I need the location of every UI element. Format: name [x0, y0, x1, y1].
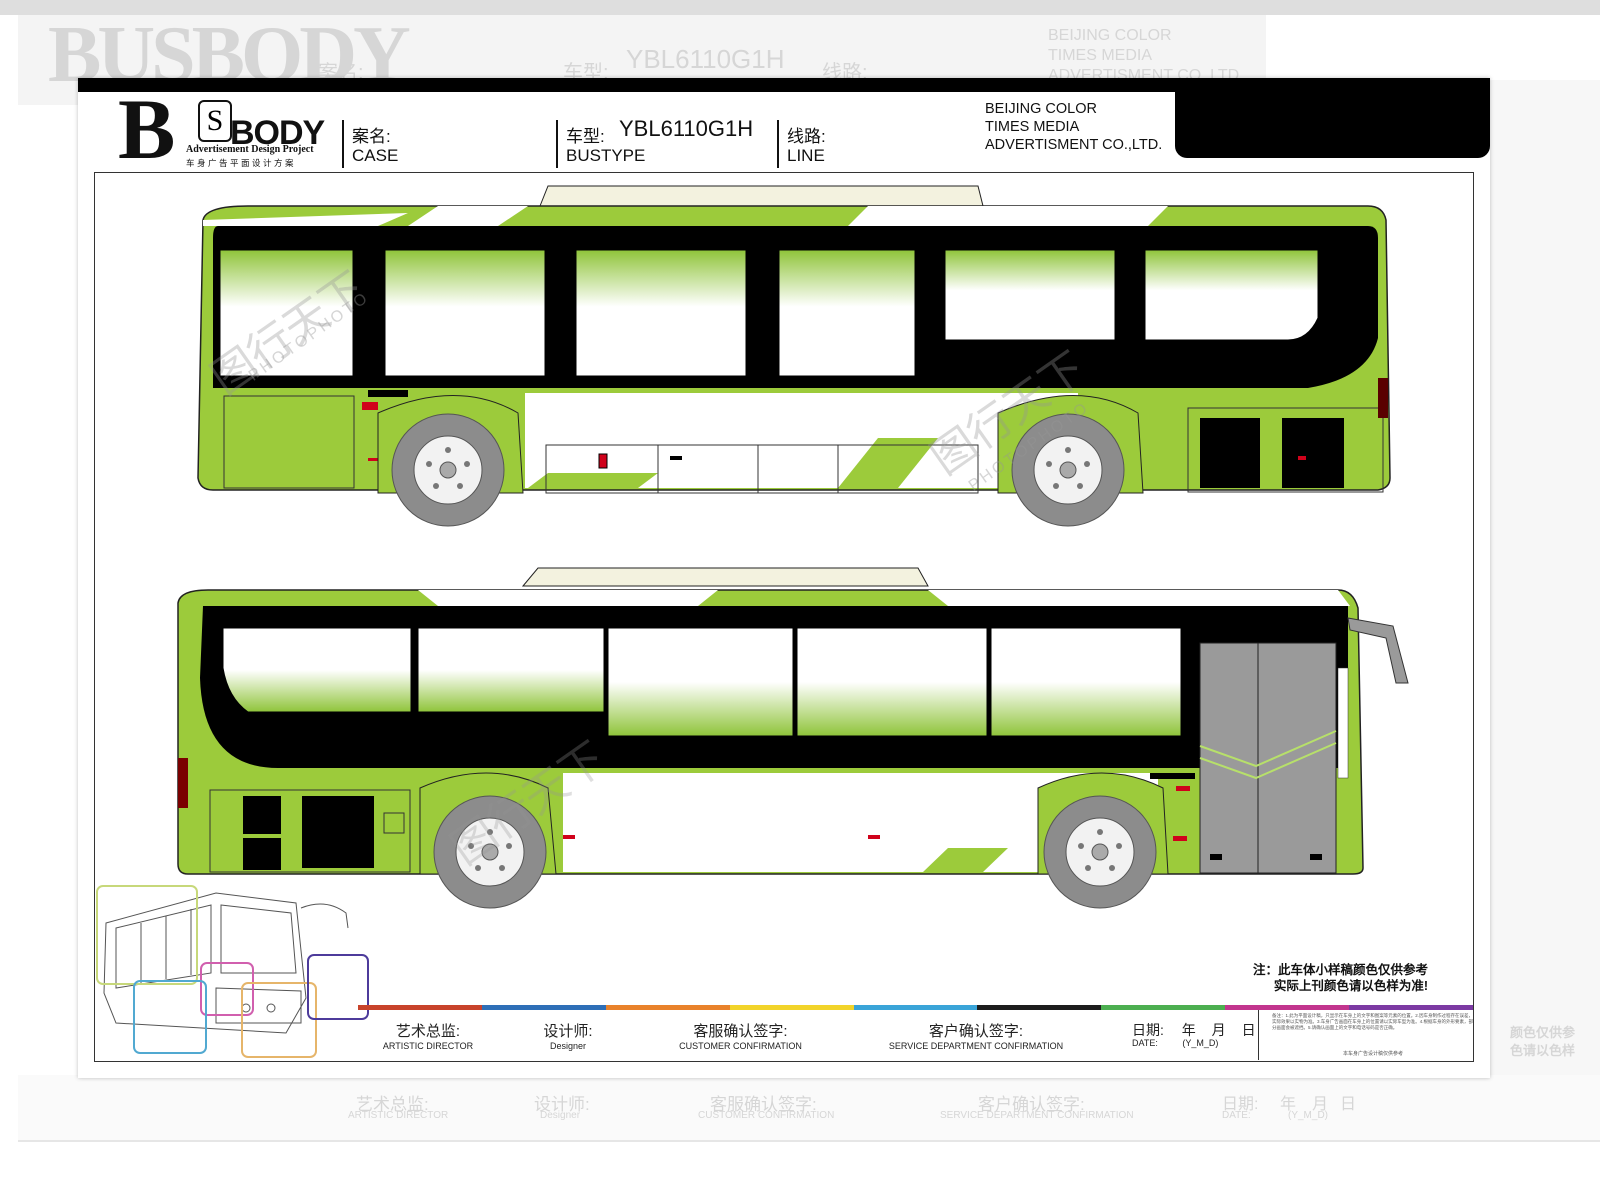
date-field-en: DATE: (Y_M_D) [1132, 1038, 1218, 1048]
customer-confirmation-label-en: CUSTOMER CONFIRMATION [679, 1041, 802, 1051]
service-confirmation-label-en: SERVICE DEPARTMENT CONFIRMATION [888, 1041, 1064, 1051]
color-swatch-magenta [1225, 1005, 1350, 1010]
background-footer-director: 艺术总监: [356, 1095, 429, 1114]
company-name: BEIJING COLOR TIMES MEDIA ADVERTISMENT C… [985, 100, 1162, 154]
color-swatch-orange [605, 1005, 730, 1010]
color-disclaimer: 注：此车体小样稿颜色仅供参考 实际上刊颜色请以色样为准! [1253, 962, 1428, 994]
color-swatch-black [977, 1005, 1102, 1010]
designer-label: 设计师: [543, 1023, 593, 1040]
color-swatch-red [358, 1005, 482, 1010]
date-day: 日 [1241, 1022, 1256, 1038]
background-bustype-value: YBL6110G1H [626, 44, 785, 74]
drawing-frame [94, 172, 1474, 1062]
color-calibration-bar [358, 1005, 1474, 1010]
background-company: BEIJING COLOR TIMES MEDIA ADVERTISMENT C… [1048, 26, 1244, 86]
background-sheet-right [1490, 80, 1600, 1080]
date-label-en: DATE: [1132, 1038, 1158, 1048]
service-confirmation-label: 客户确认签字: [928, 1023, 1024, 1040]
header-black-tab [1175, 78, 1490, 158]
company-line-2: TIMES MEDIA [985, 119, 1080, 135]
logo-full-text: BUSBODY [78, 78, 79, 79]
bustype-label: 车型: BUSTYPE [566, 127, 646, 165]
logo-subtitle: Advertisement Design Project [186, 144, 314, 155]
background-footer-date: 日期: [1222, 1096, 1259, 1113]
background-footer-service-en: SERVICE DEPARTMENT CONFIRMATION [940, 1110, 1134, 1121]
line-label-en: LINE [787, 145, 825, 165]
header-separator-2 [556, 120, 558, 168]
color-swatch-purple [1349, 1005, 1474, 1010]
logo-subtitle-cn: 车身广告平面设计方案 [186, 158, 297, 168]
artistic-director-field: 艺术总监: ARTISTIC DIRECTOR [368, 1020, 488, 1051]
designer-label-en: Designer [549, 1041, 587, 1051]
color-swatch-green [1101, 1005, 1226, 1010]
date-month: 月 [1211, 1022, 1226, 1038]
date-format: (Y_M_D) [1182, 1038, 1219, 1048]
color-swatch-cyan [853, 1005, 978, 1010]
date-label: 日期: [1132, 1022, 1164, 1038]
background-footer-day: 日 [1340, 1096, 1357, 1113]
logo-letter-b: B [118, 81, 175, 177]
background-band [0, 0, 1600, 15]
logo-letter-s: S [198, 100, 232, 142]
header-separator-1 [342, 120, 344, 168]
background-footer-date-en: DATE: [1222, 1110, 1251, 1121]
background-side-note-2: 色请以色样 [1510, 1043, 1576, 1058]
bustype-label-en: BUSTYPE [566, 145, 646, 165]
color-swatch-blue [481, 1005, 606, 1010]
bus-bottom-view [177, 567, 1409, 909]
customer-confirmation-label: 客服确认签字: [693, 1023, 788, 1040]
bus-top-view [197, 185, 1391, 527]
background-footer-service: 客户确认签字: [978, 1095, 1085, 1114]
case-label: 案名: CASE [352, 127, 399, 165]
footer-separator [1258, 1010, 1259, 1060]
background-company-line-2: TIMES MEDIA [1048, 47, 1153, 64]
company-line-1: BEIJING COLOR [985, 101, 1097, 117]
background-footer [18, 1075, 1600, 1140]
color-disclaimer-line-2: 实际上刊颜色请以色样为准! [1273, 979, 1429, 993]
fine-print-footer: 本车身广告设计稿仅供参考 [1343, 1051, 1404, 1057]
header-separator-3 [777, 120, 779, 168]
background-company-line-1: BEIJING COLOR [1048, 27, 1172, 44]
date-year: 年 [1181, 1022, 1196, 1038]
top-black-bar [78, 78, 1490, 92]
line-label-cn: 线路: [787, 127, 826, 146]
case-label-en: CASE [352, 145, 399, 165]
background-footer-director-en: ARTISTIC DIRECTOR [348, 1110, 449, 1121]
background-footer-customer-en: CUSTOMER CONFIRMATION [698, 1110, 835, 1121]
service-confirmation-field: 客户确认签字: SERVICE DEPARTMENT CONFIRMATION [886, 1020, 1066, 1051]
background-footer-year: 年 [1280, 1096, 1297, 1113]
color-disclaimer-line-1: 注：此车体小样稿颜色仅供参考 [1253, 963, 1429, 977]
artistic-director-label: 艺术总监: [395, 1023, 461, 1040]
case-label-cn: 案名: [352, 127, 391, 146]
designer-field: 设计师: Designer [518, 1020, 618, 1051]
bustype-label-cn: 车型: [566, 127, 605, 146]
background-footer-designer-en: Designer [540, 1110, 581, 1121]
customer-confirmation-field: 客服确认签字: CUSTOMER CONFIRMATION [668, 1020, 813, 1051]
fine-print: 备注：1.此为平面设计稿，只显示在车身上的文字和图案等元素的位置。2.因车身制作… [1272, 1013, 1474, 1031]
company-line-3: ADVERTISMENT CO.,LTD. [985, 137, 1163, 153]
logo-word: BODY [230, 114, 325, 152]
color-swatch-yellow [729, 1005, 854, 1010]
background-side-note-1: 颜色仅供参 [1510, 1025, 1576, 1040]
bustype-value: YBL6110G1H [619, 116, 754, 141]
design-sheet: B S BODY BUSBODY Advertisement Design Pr… [78, 78, 1490, 1078]
bus-outline-sketch [96, 885, 369, 1058]
date-field: 日期: 年 月 日 [1132, 1020, 1256, 1040]
artistic-director-label-en: ARTISTIC DIRECTOR [382, 1041, 474, 1051]
background-footer-designer: 设计师: [534, 1095, 590, 1114]
background-footer-customer: 客服确认签字: [710, 1095, 817, 1114]
line-label: 线路: LINE [787, 127, 826, 165]
background-footer-month: 月 [1312, 1096, 1329, 1113]
background-line [18, 1140, 1600, 1142]
background-footer-date-format: (Y_M_D) [1288, 1110, 1329, 1121]
